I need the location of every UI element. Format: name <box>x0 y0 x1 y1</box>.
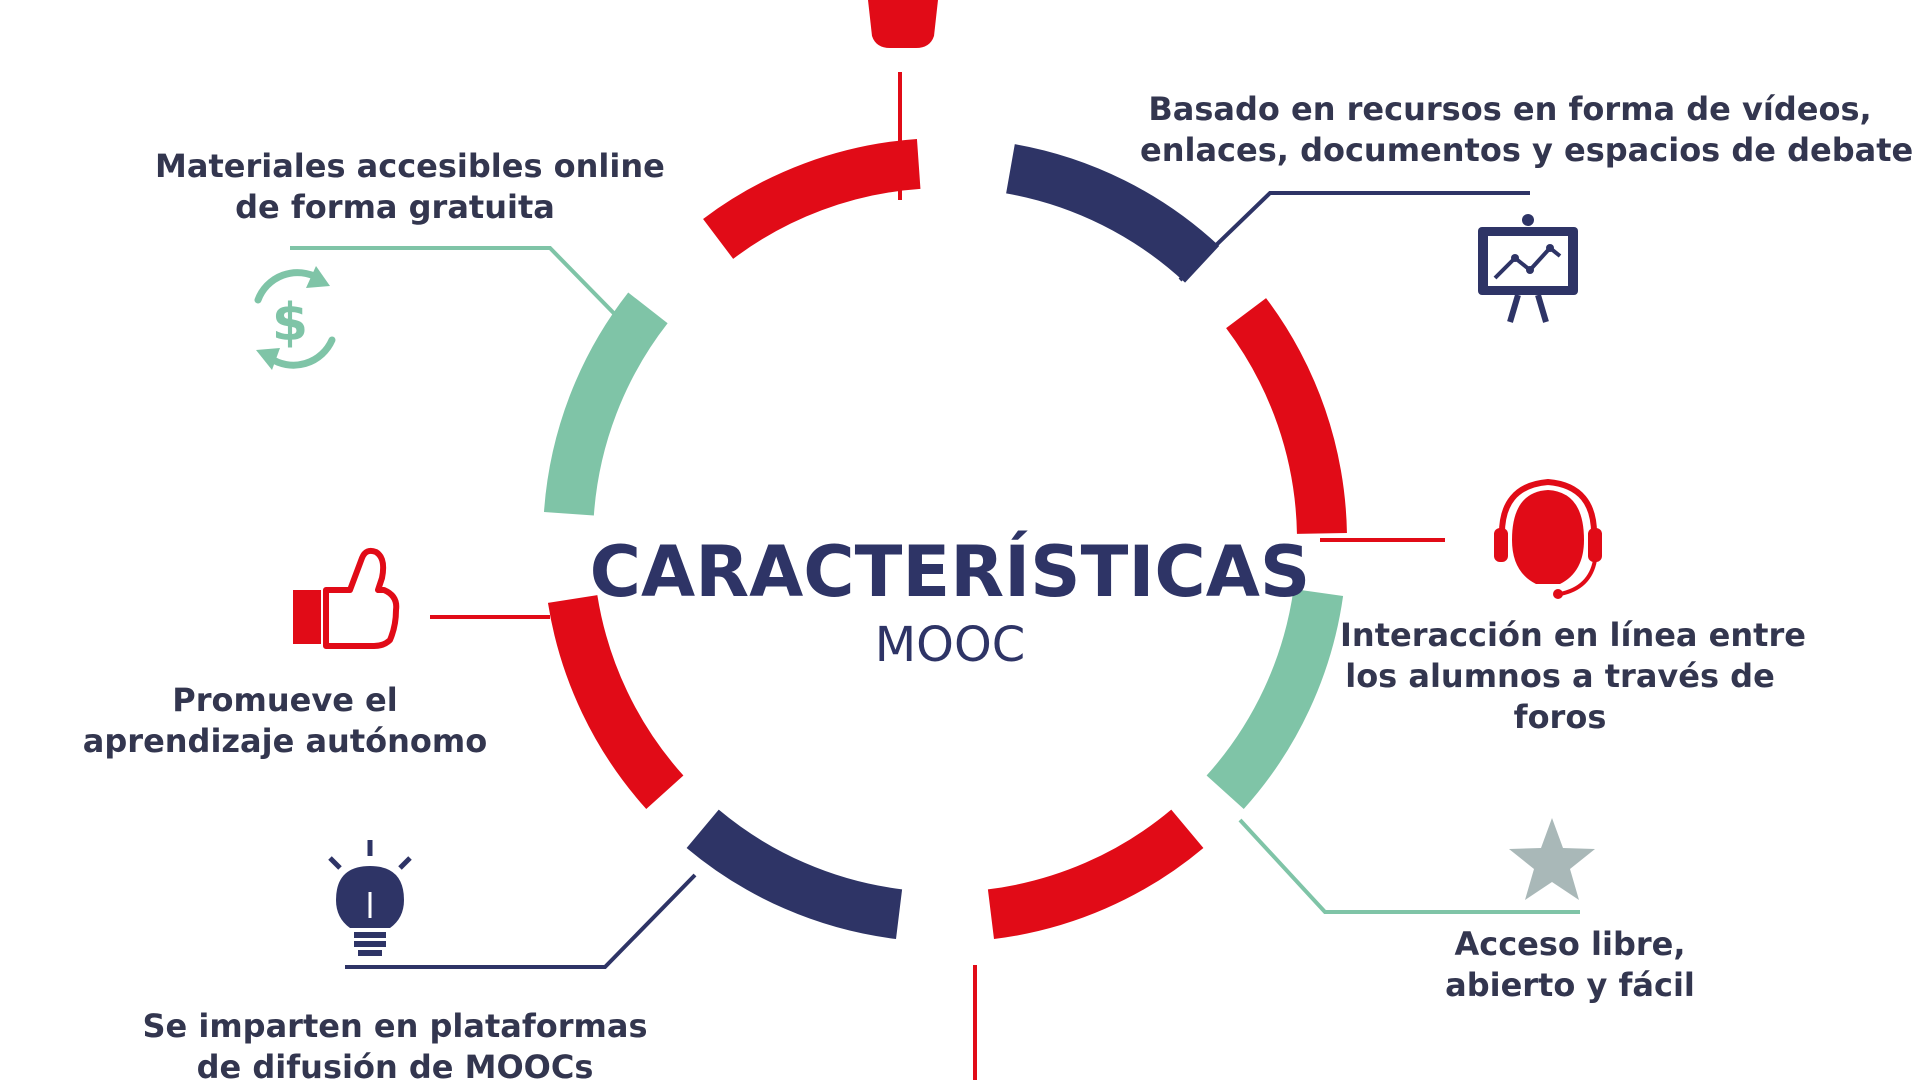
star-icon <box>1509 818 1595 900</box>
ring <box>543 138 1347 940</box>
svg-text:$: $ <box>272 293 308 353</box>
connector-acceso <box>1238 818 1580 914</box>
label-line: de difusión de MOOCs <box>196 1048 594 1080</box>
center-title: CARACTERÍSTICAS <box>589 531 1311 613</box>
label-line: Basado en recursos en forma de vídeos, <box>1148 90 1872 128</box>
ring-segment-top-left <box>703 138 921 259</box>
label-line: aprendizaje autónomo <box>82 722 488 760</box>
ring-segment-bottom-right <box>987 809 1204 940</box>
label-line: Se imparten en plataformas <box>142 1007 648 1045</box>
label-interaccion: Interacción en línea entre los alumnos a… <box>1340 615 1806 738</box>
label-line: Interacción en línea entre <box>1340 616 1806 654</box>
thumbs-up-icon <box>293 547 400 649</box>
center-subtitle: MOOC <box>874 617 1026 673</box>
ring-segment-bottom-left <box>686 809 903 940</box>
label-line: enlaces, documentos y espacios de debate <box>1140 131 1914 169</box>
lightbulb-icon <box>328 840 412 956</box>
label-line: abierto y fácil <box>1445 966 1695 1004</box>
connector-basado <box>1178 191 1530 282</box>
label-materiales: Materiales accesibles online de forma gr… <box>155 146 665 228</box>
label-promueve: Promueve el aprendizaje autónomo <box>80 680 490 762</box>
ring-segment-left-upper <box>543 292 668 516</box>
label-basado: Basado en recursos en forma de vídeos, e… <box>1140 89 1914 171</box>
ring-segment-right-lower <box>1206 588 1344 809</box>
ring-segment-left-lower <box>547 595 684 809</box>
ring-segment-right-upper <box>1226 298 1347 534</box>
label-line: Acceso libre, <box>1454 925 1686 963</box>
label-plataformas: Se imparten en plataformas de difusión d… <box>140 1006 650 1080</box>
connector-plataformas <box>345 873 697 969</box>
money-cycle-icon: $ <box>254 266 336 370</box>
headset-icon <box>1494 478 1602 599</box>
label-acceso: Acceso libre, abierto y fácil <box>1420 924 1720 1006</box>
presentation-chart-icon <box>1478 214 1578 323</box>
label-line: foros <box>1513 698 1607 736</box>
label-line: de forma gratuita <box>235 188 555 226</box>
connector-materiales <box>290 246 642 342</box>
label-line: Promueve el <box>172 681 398 719</box>
ring-segment-top-right <box>1006 144 1220 283</box>
label-line: Materiales accesibles online <box>155 147 665 185</box>
label-line: los alumnos a través de <box>1345 657 1775 695</box>
connectors <box>290 72 1580 1080</box>
top-badge-icon <box>868 0 938 48</box>
